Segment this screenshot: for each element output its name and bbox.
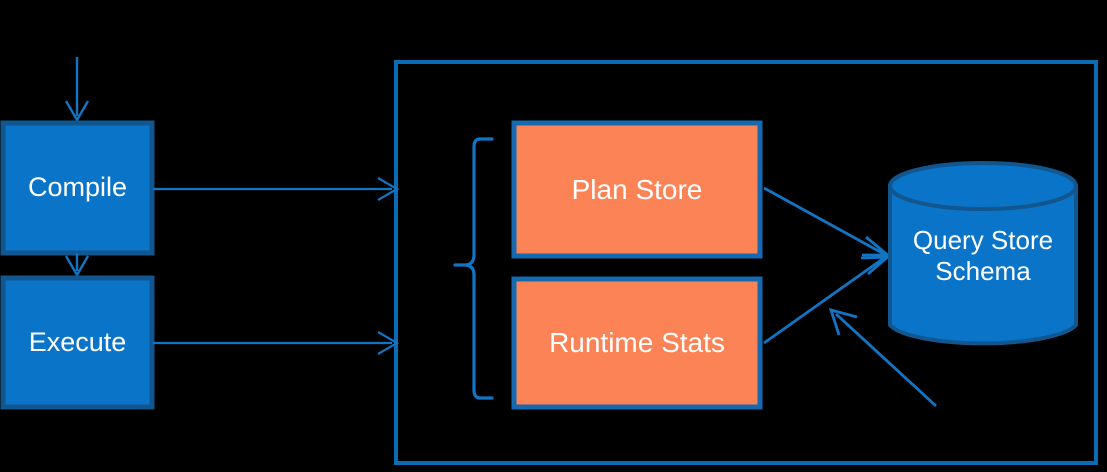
edge-input-to-compile-arrow [64,57,90,123]
edge-plan-store-to-schema-arrow [763,186,894,260]
runtime-stats-box[interactable] [511,276,763,410]
query-store-boundary [394,60,1098,465]
edge-runtime-stats-to-schema-arrow [763,253,894,345]
edge-compile-to-boundary-arrow [153,177,400,201]
edge-external-to-schema-arrow [828,307,937,408]
compile-box[interactable] [0,120,155,256]
grouping-brace [453,137,494,400]
edge-execute-to-boundary-arrow [153,331,400,355]
query-store-schema-cylinder[interactable] [888,161,1078,346]
edge-compile-to-execute-arrow [64,253,90,278]
plan-store-box[interactable] [511,120,763,259]
execute-box[interactable] [0,275,155,410]
